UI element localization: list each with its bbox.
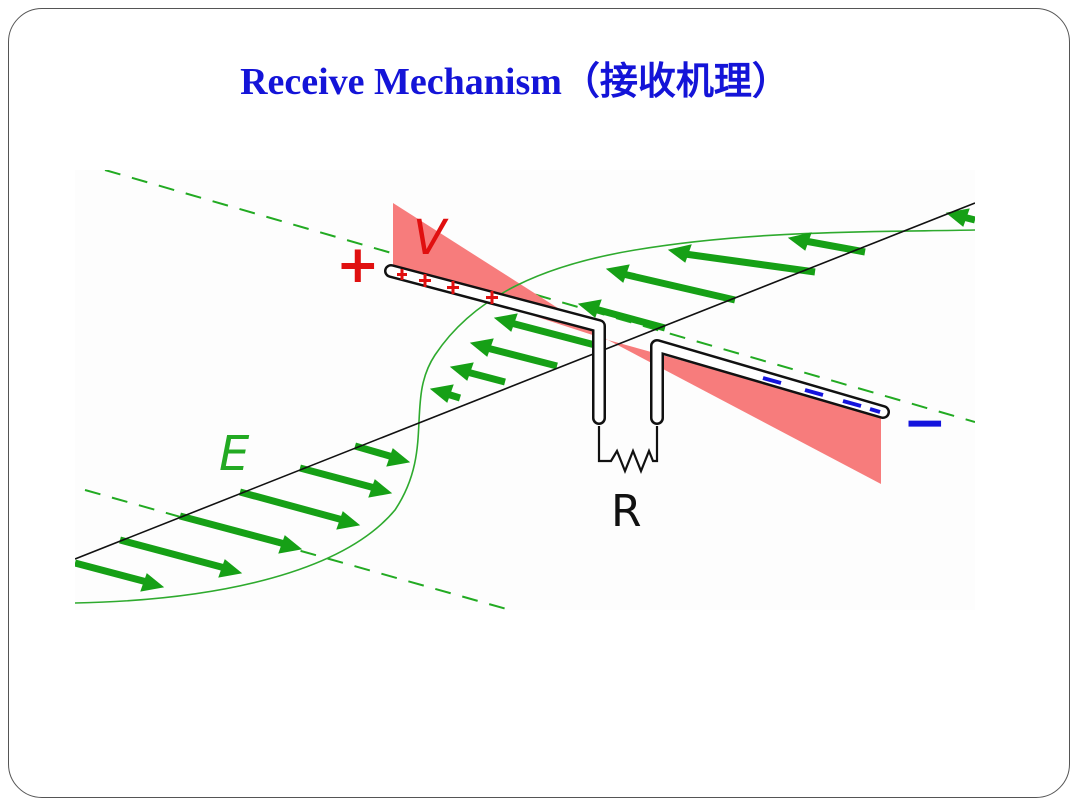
dipole-left-arm-outline	[384, 264, 606, 425]
field-envelope-curve	[75, 229, 975, 604]
minus-charge	[842, 399, 862, 408]
plus-charge	[486, 291, 498, 304]
voltage-label: V	[413, 210, 449, 266]
wavefront-dash-line-lower	[84, 489, 511, 610]
plus-terminal-sign: +	[336, 235, 380, 295]
field-arrows-upper	[429, 208, 975, 403]
field-arrow	[787, 232, 866, 256]
minus-charge	[869, 407, 881, 414]
propagation-axis	[75, 202, 975, 560]
field-arrow	[239, 488, 361, 530]
field-arrow	[605, 264, 736, 304]
slide-title: Receive Mechanism（接收机理）	[240, 61, 790, 103]
diagram-canvas: + − V E R	[75, 170, 975, 610]
field-arrow	[429, 384, 462, 403]
negative-charges	[762, 376, 881, 414]
field-arrow	[299, 464, 393, 498]
field-arrow	[667, 244, 816, 276]
field-arrow	[469, 338, 558, 370]
minus-terminal-sign: −	[903, 393, 947, 453]
field-arrows-lower	[75, 442, 411, 592]
field-arrow	[119, 536, 243, 578]
plus-charge	[397, 269, 407, 280]
dipole-left-arm	[386, 266, 604, 423]
field-arrow	[75, 559, 165, 592]
field-arrow	[493, 313, 596, 349]
field-arrow	[179, 512, 303, 554]
voltage-distribution-positive	[393, 203, 608, 340]
minus-charge	[804, 388, 824, 397]
wavefront-dash-line-upper	[104, 170, 975, 423]
field-arrow	[449, 362, 506, 386]
minus-charge	[762, 376, 782, 385]
field-arrow	[945, 208, 975, 227]
plus-charge	[419, 274, 431, 287]
resistor-symbol	[597, 426, 659, 474]
voltage-distribution-negative	[608, 340, 881, 484]
plus-charge	[447, 281, 459, 294]
positive-charges	[397, 269, 498, 304]
field-label: E	[219, 426, 250, 482]
field-arrow	[354, 442, 411, 467]
resistor-label: R	[611, 486, 642, 537]
antenna-diagram: + − V E R	[75, 170, 975, 610]
field-arrow	[577, 299, 666, 332]
